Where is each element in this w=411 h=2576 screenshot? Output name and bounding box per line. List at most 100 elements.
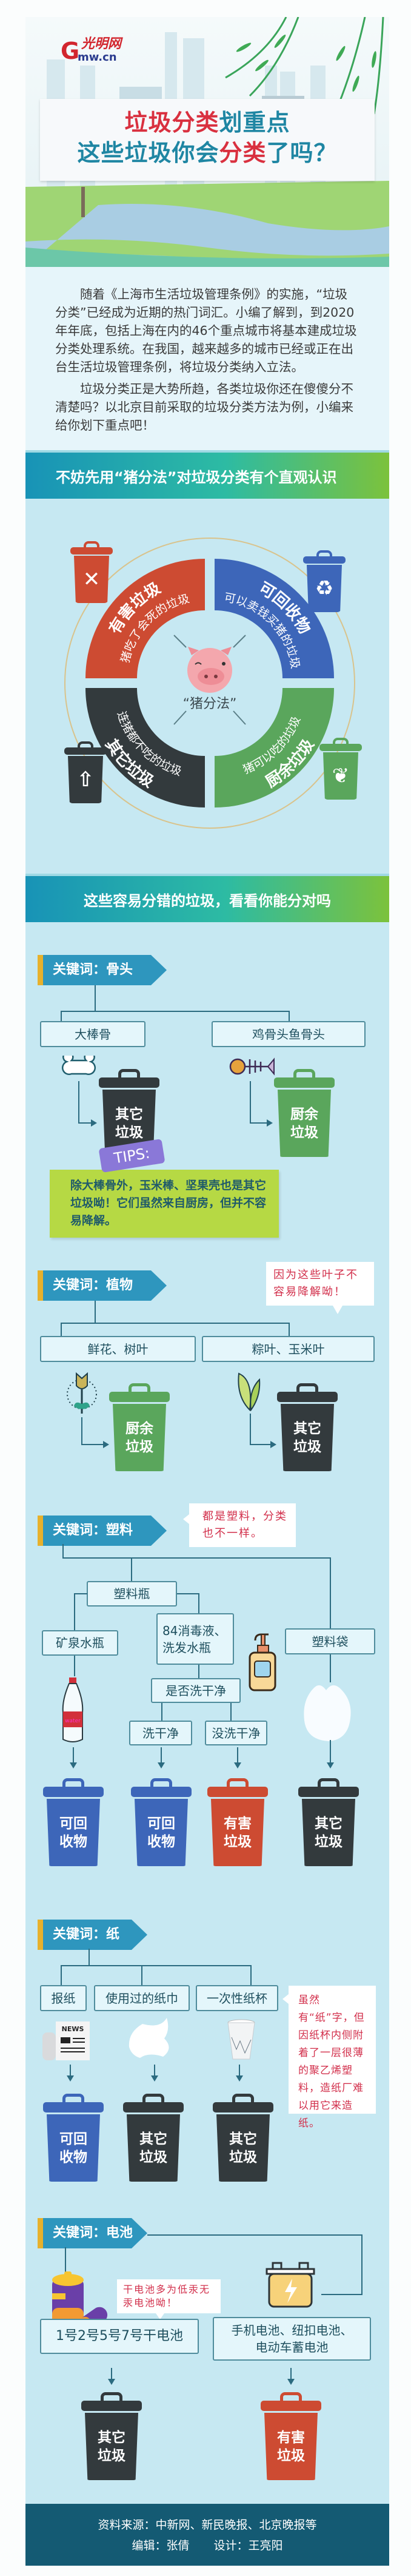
connector-line xyxy=(361,2234,363,2295)
flower-icon xyxy=(67,1372,97,1414)
connector-line xyxy=(62,1557,331,1559)
bin-body: 其它垃圾 xyxy=(302,1799,355,1866)
hazardous-bin: ✕ xyxy=(70,541,113,603)
connector-line xyxy=(321,2294,363,2295)
bin-handle xyxy=(62,1778,84,1788)
bin-body: 其它垃圾 xyxy=(85,2413,138,2480)
bin-body: 其它垃圾 xyxy=(127,2114,180,2182)
bin-label: 其它垃圾 xyxy=(98,2429,125,2464)
source-credit: 资料来源：中新网、新民晚报、北京晚报等 xyxy=(98,2518,317,2532)
connector-line xyxy=(74,1656,75,1676)
connector-line xyxy=(141,1965,142,1986)
connector-line xyxy=(289,1323,290,1336)
other-waste-bin: 其它垃圾 xyxy=(298,1778,359,1866)
bin-lid xyxy=(277,1392,338,1402)
keyword-tag-plants: 关键词：植物 xyxy=(38,1270,167,1301)
connector-line xyxy=(230,1703,232,1721)
bin-lid xyxy=(207,1787,268,1797)
connector-line xyxy=(237,1747,238,1763)
hazardous-quadrant xyxy=(85,559,205,678)
credits-footer: 资料来源：中新网、新民晚报、北京晚报等 编辑：张倩设计：王亮阳 xyxy=(25,2504,389,2566)
bin-body: ✕ xyxy=(74,556,109,603)
connector-line xyxy=(67,2075,74,2082)
recyclable-bin: ♻ xyxy=(303,550,346,612)
bin-lid xyxy=(298,1787,359,1797)
connector-line xyxy=(234,1762,241,1768)
willow-leaves xyxy=(236,35,376,92)
pig-method-wheel: 有害垃圾 猪吃了会死的垃圾 可回收物 可以卖钱买猪的垃圾 连猪都不吃的垃圾 其它… xyxy=(64,538,355,829)
newspaper-headline: NEWS xyxy=(62,2025,84,2033)
connector-line xyxy=(161,1747,162,1763)
kitchen-waste-bin: 厨余垃圾 xyxy=(109,1383,170,1471)
other-bin: ⇧ xyxy=(64,741,107,803)
pig-method-label: “猪分法” xyxy=(183,696,237,712)
connector-line xyxy=(89,1949,90,1966)
item-box: 报纸 xyxy=(40,1985,87,2011)
plastic-speech-bubble: 都是塑料，分类也不一样。 xyxy=(183,1503,296,1547)
connector-line xyxy=(250,1444,272,1445)
section-banner-easy-mistakes: 这些容易分错的垃圾，看看你能分对吗 xyxy=(25,874,389,922)
bin-label: 其它垃圾 xyxy=(293,1420,321,1455)
item-box: 鲜花、树叶 xyxy=(40,1336,196,1362)
connector-line xyxy=(198,1593,199,1614)
connector-line xyxy=(198,1665,199,1679)
bin-handle xyxy=(78,741,93,749)
connector-line xyxy=(236,2075,243,2082)
hero-banner: G 光明网 mw.cn 垃圾分类划重点 这些垃圾你会分类了吗？ xyxy=(25,17,389,267)
bin-handle xyxy=(316,550,332,558)
bubble-text: 干电池多为低汞无汞电池呦！ xyxy=(123,2284,211,2308)
bin-label: 其它垃圾 xyxy=(139,2131,167,2165)
intro-paragraph: 垃圾分类正是大势所趋，各类垃圾你还在傻傻分不清楚吗？以北京目前采取的垃圾分类方法… xyxy=(55,382,353,433)
recyclable-bin: 可回收物 xyxy=(43,1778,104,1866)
connector-line xyxy=(78,1122,92,1124)
tip-note: 除大棒骨外，玉米棒、坚果壳也是其它垃圾呦！它们虽然来自厨房，但并不容易降解。 xyxy=(50,1170,279,1238)
hazardous-bin: 有害垃圾 xyxy=(261,2392,321,2480)
bin-body: ♻ xyxy=(307,565,342,612)
pig-method-diagram: 有害垃圾 猪吃了会死的垃圾 可回收物 可以卖钱买猪的垃圾 连猪都不吃的垃圾 其它… xyxy=(25,499,389,874)
bin-lid xyxy=(43,1787,104,1797)
title-line-2: 这些垃圾你会分类了吗？ xyxy=(40,138,375,168)
connector-line xyxy=(267,1119,273,1127)
bin-lid xyxy=(319,744,362,751)
box-line: 手机电池、纽扣电池、 xyxy=(231,2323,353,2338)
connector-line xyxy=(250,1414,251,1445)
banner-text: 这些容易分错的垃圾，看看你能分对吗 xyxy=(84,892,331,909)
water-bottle-icon: water xyxy=(62,1677,84,1742)
keyword-tag-battery: 关键词：电池 xyxy=(38,2218,147,2248)
box-line: 洗发水瓶 xyxy=(162,1640,211,1655)
other-quadrant xyxy=(85,688,205,808)
item-box: 1号2号5号7号干电池 xyxy=(40,2319,199,2354)
connector-line xyxy=(78,1081,79,1124)
bin-handle xyxy=(101,2392,122,2402)
connector-line xyxy=(239,2065,240,2077)
title-part: 划重点 xyxy=(219,109,290,136)
item-box: 没洗干净 xyxy=(205,1721,267,1745)
item-box: 塑料袋 xyxy=(285,1628,375,1654)
tree-trunk xyxy=(81,187,85,217)
logo-domain: mw.cn xyxy=(78,51,117,64)
connector-line xyxy=(95,985,96,1012)
bin-body: 其它垃圾 xyxy=(281,1404,334,1471)
bin-handle xyxy=(142,2094,164,2103)
car-battery-icon xyxy=(266,2262,315,2308)
bin-label: 可回收物 xyxy=(59,2131,87,2165)
bin-label: 其它垃圾 xyxy=(115,1106,143,1141)
other-waste-bin: 其它垃圾 xyxy=(81,2392,142,2480)
bin-label: 其它垃圾 xyxy=(229,2131,257,2165)
paper-cup-speech-bubble: 虽然有“纸”字，但因纸杯内侧附着了一层很薄的聚乙烯塑料，造纸厂难以用它来造纸。 xyxy=(282,1986,376,2129)
bottle-brand: water xyxy=(65,1718,81,1724)
connector-line xyxy=(330,1557,331,1629)
kitchen-bin: ❦ xyxy=(319,738,362,800)
bin-symbol-icon: ♻ xyxy=(315,576,334,601)
intro-paragraph: 随着《上海市生活垃圾管理条例》的实施，“垃圾分类”已经成为近期的热门词汇。小编了… xyxy=(55,287,357,374)
bin-body: 有害垃圾 xyxy=(211,1799,264,1866)
tissue-icon xyxy=(129,2018,169,2058)
connector-line xyxy=(103,1441,109,1448)
connector-line xyxy=(95,1301,96,1324)
box-line: 电动车蓄电池 xyxy=(255,2340,329,2355)
connector-line xyxy=(147,2234,363,2236)
keyword-tag-bones: 关键词：骨头 xyxy=(38,955,167,985)
recyclable-quadrant xyxy=(215,559,334,678)
connector-line xyxy=(270,1441,276,1448)
